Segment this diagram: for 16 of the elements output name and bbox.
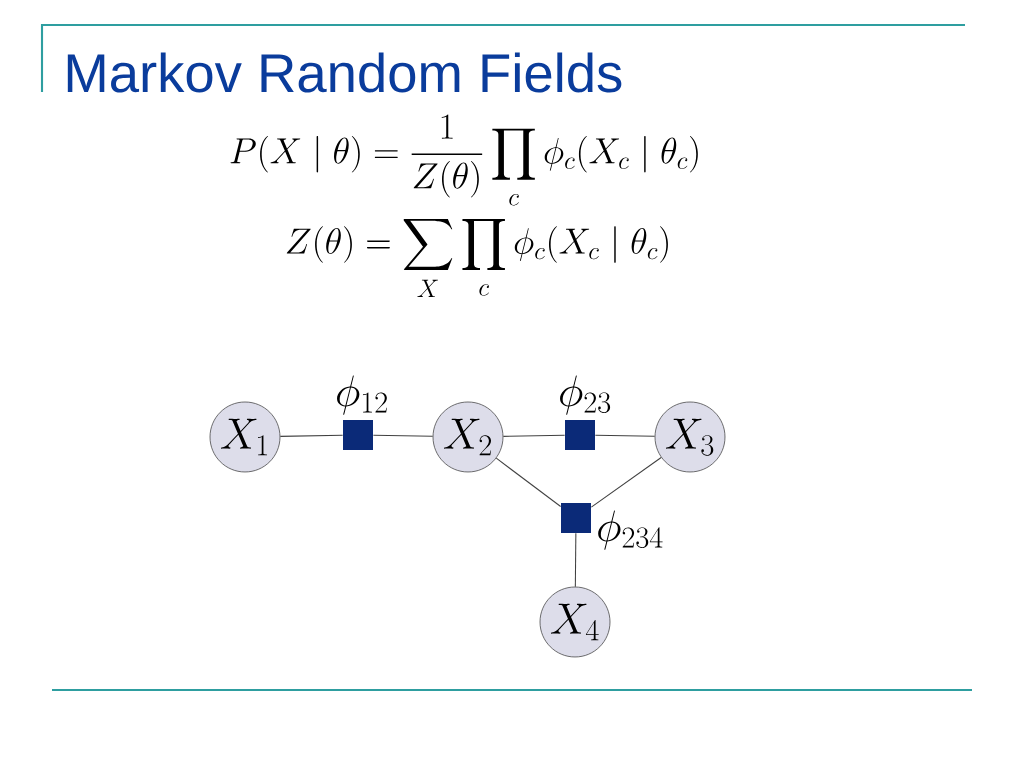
factor-square: [561, 503, 591, 533]
factor-label: $\phi_{234}$: [598, 510, 663, 550]
edge-line: [502, 434, 566, 437]
edge-line: [495, 457, 562, 507]
factor-square: [343, 420, 373, 450]
edge-line: [594, 434, 656, 437]
factor-label: $\phi_{23}$: [560, 375, 611, 415]
formula: $P(X \mid \theta) = \frac{1}{Z(\theta)} \prod_c \phi_c(X_c \mid \theta_c)$: [230, 114, 698, 206]
edge-line: [279, 434, 344, 437]
edge-line: [372, 434, 434, 437]
edge-line: [590, 456, 662, 508]
edge-line: [574, 532, 577, 588]
factor-label: $\phi_{12}$: [337, 375, 387, 415]
title: Markov Random Fields: [67, 52, 622, 93]
factor-square: [565, 420, 595, 450]
formula: $Z(\theta) = \sum_X \prod_c \phi_c(X_c \mid \theta_c)$: [286, 218, 668, 297]
